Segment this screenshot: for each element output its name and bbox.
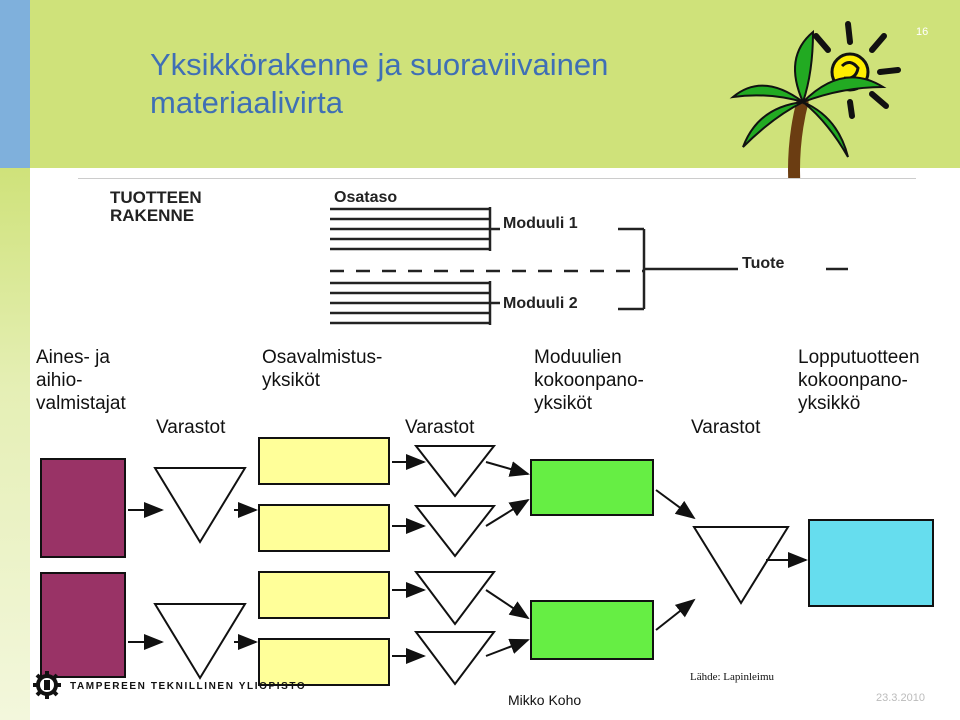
product-structure-panel: TUOTTEEN RAKENNE Osataso Moduuli 1 Moduu… (78, 178, 916, 336)
final-assembly-line3: yksikkö (798, 393, 861, 414)
heading-line2: RAKENNE (110, 206, 195, 225)
university-name: TAMPEREEN TEKNILLINEN YLIOPISTO (70, 681, 307, 692)
subassembly-line2: yksiköt (262, 370, 321, 391)
final-assembly-label: Lopputuotteen kokoonpano- yksikkö (798, 346, 920, 415)
arrow-icon (485, 589, 530, 620)
storage-label-3: Varastot (691, 417, 761, 438)
author-name: Mikko Koho (508, 692, 582, 708)
storage-triangle-icon (413, 445, 497, 498)
arrow-icon (655, 489, 696, 520)
module2-label: Moduuli 2 (503, 295, 578, 312)
university-gear-logo-icon (33, 671, 61, 699)
storage-triangle-icon (413, 505, 497, 558)
module1-label: Moduuli 1 (503, 215, 578, 232)
raw-material-unit-1 (40, 458, 126, 558)
product-structure-heading: TUOTTEEN RAKENNE (110, 189, 202, 225)
storage-triangle-icon (692, 526, 790, 605)
raw-material-line1: Aines- ja (36, 347, 110, 368)
module-unit-2 (530, 600, 654, 660)
slide-date: 23.3.2010 (876, 692, 925, 704)
storage-label-1: Varastot (156, 417, 226, 438)
storage-label-2: Varastot (405, 417, 475, 438)
storage-triangle-icon (153, 603, 247, 680)
arrow-icon (485, 461, 530, 477)
arrow-icon (485, 638, 530, 657)
module-assembly-line2: kokoonpano- (534, 370, 644, 391)
left-stripe-blue (0, 0, 30, 168)
module-assembly-line1: Moduulien (534, 347, 622, 368)
heading-line1: TUOTTEEN (110, 188, 202, 207)
raw-material-line3: valmistajat (36, 393, 126, 414)
left-stripe-green (0, 168, 30, 720)
storage-triangle-icon (414, 631, 496, 686)
module-assembly-label: Moduulien kokoonpano- yksiköt (534, 346, 644, 415)
storage-triangle-icon (153, 467, 247, 544)
page-number: 16 (916, 26, 929, 38)
module-unit-1 (530, 459, 654, 516)
arrow-icon (485, 498, 530, 527)
level-label: Osataso (334, 189, 398, 206)
raw-material-line2: aihio- (36, 370, 83, 391)
subassembly-unit-1 (258, 437, 390, 485)
module-assembly-line3: yksiköt (534, 393, 593, 414)
subassembly-unit-2 (258, 504, 390, 552)
final-assembly-line2: kokoonpano- (798, 370, 908, 391)
final-assembly-unit (808, 519, 934, 607)
slide-title-line2: materiaalivirta (150, 85, 343, 120)
final-assembly-line1: Lopputuotteen (798, 347, 920, 368)
product-label: Tuote (742, 255, 785, 272)
raw-material-label: Aines- ja aihio- valmistajat (36, 346, 126, 415)
subassembly-unit-4 (258, 638, 390, 686)
structure-tree-lines (330, 207, 848, 325)
source-note: Lähde: Lapinleimu (690, 671, 774, 683)
slide-title: Yksikkörakenne ja suoraviivainen materia… (150, 46, 608, 122)
arrow-icon (655, 598, 696, 631)
slide-title-line1: Yksikkörakenne ja suoraviivainen (150, 47, 609, 82)
raw-material-unit-2 (40, 572, 126, 678)
subassembly-unit-3 (258, 571, 390, 619)
subassembly-label: Osavalmistus- yksiköt (262, 346, 382, 392)
storage-triangle-icon (414, 571, 496, 626)
subassembly-line1: Osavalmistus- (262, 347, 383, 368)
